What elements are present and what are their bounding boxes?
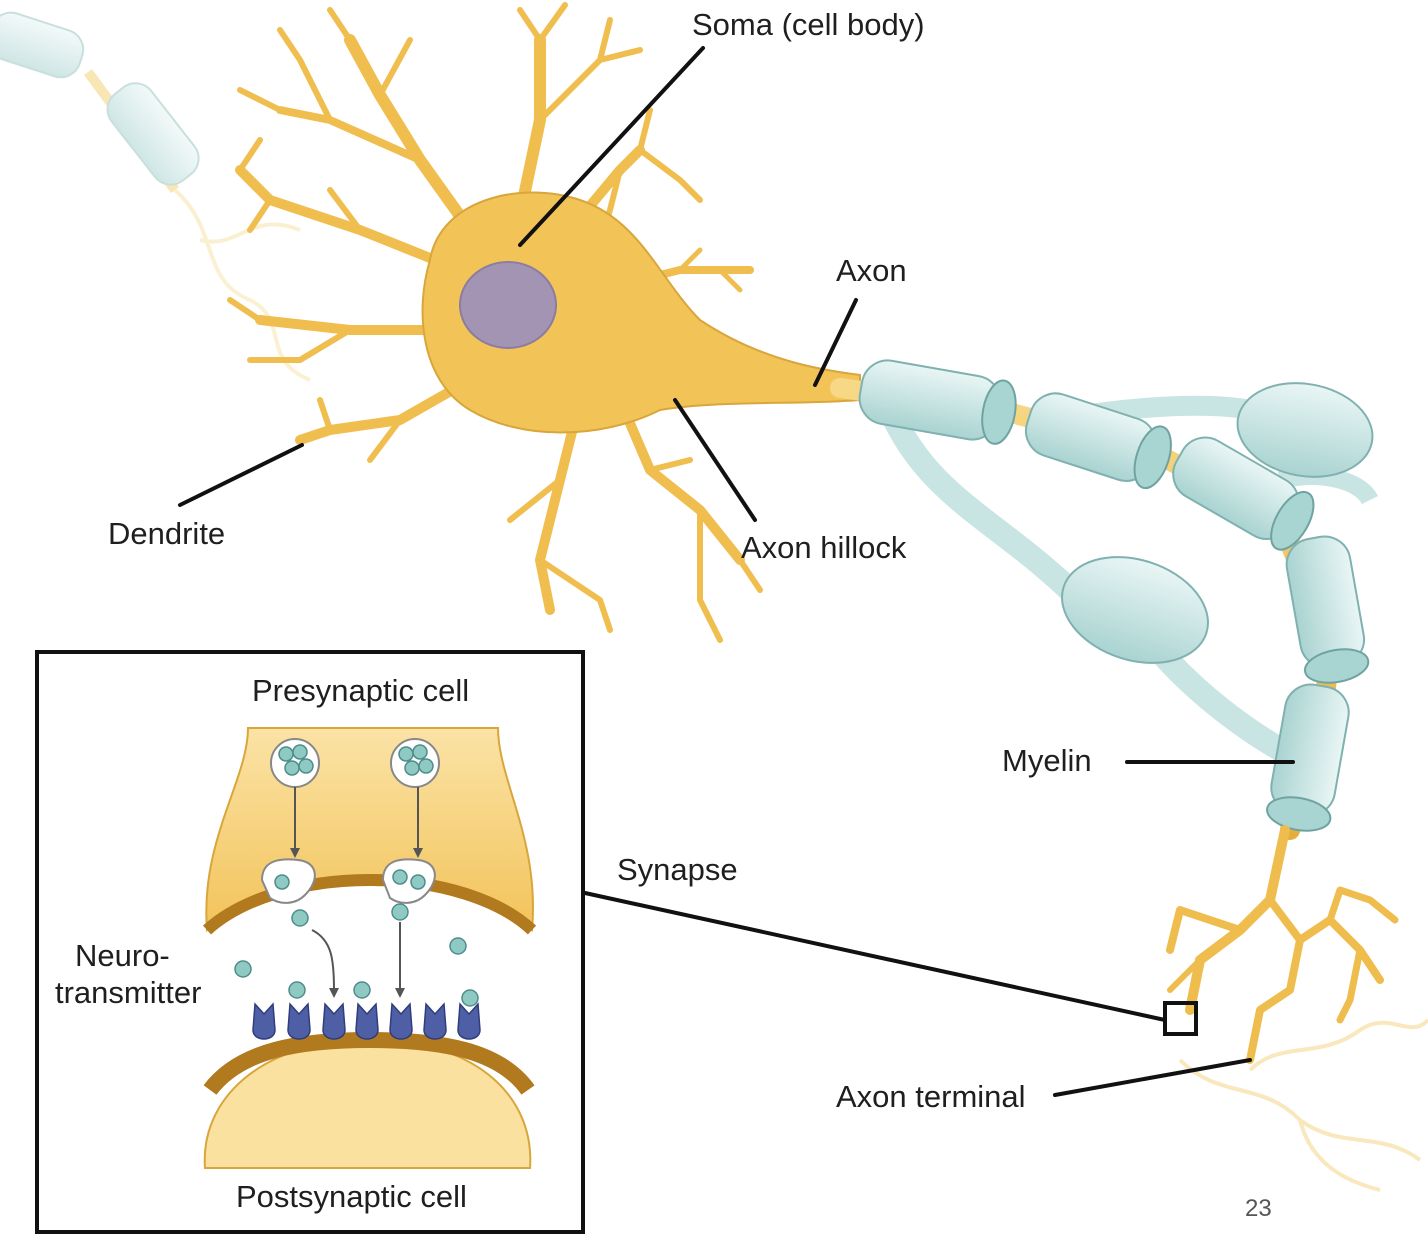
synapse-marker — [1163, 1001, 1198, 1036]
label-presynaptic-cell: Presynaptic cell — [252, 673, 469, 708]
label-axon-terminal: Axon terminal — [836, 1079, 1026, 1114]
vesicles — [260, 738, 440, 904]
label-synapse: Synapse — [617, 852, 738, 887]
myelin-sheath — [858, 359, 1379, 832]
page-number: 23 — [1245, 1195, 1272, 1222]
neurotransmitter-molecules — [234, 903, 479, 1007]
upstream-axon — [0, 11, 311, 382]
label-postsynaptic-cell: Postsynaptic cell — [236, 1179, 467, 1214]
axon-terminals — [1166, 825, 1399, 1064]
label-axon: Axon — [836, 253, 907, 288]
label-soma: Soma (cell body) — [692, 7, 925, 42]
synapse-inset: Presynaptic cell Postsynaptic cell Neuro… — [35, 650, 585, 1234]
receptors — [252, 1002, 481, 1040]
leader-lines — [178, 46, 1295, 1097]
nucleus — [459, 261, 557, 349]
faded-target-dendrites — [1178, 1018, 1428, 1192]
label-neurotransmitter-line2: transmitter — [55, 975, 201, 1010]
label-myelin: Myelin — [1002, 743, 1092, 778]
label-dendrite: Dendrite — [108, 516, 225, 551]
dendrites — [227, 2, 763, 643]
label-neurotransmitter-line1: Neuro- — [75, 938, 170, 973]
label-axon-hillock: Axon hillock — [741, 530, 907, 565]
